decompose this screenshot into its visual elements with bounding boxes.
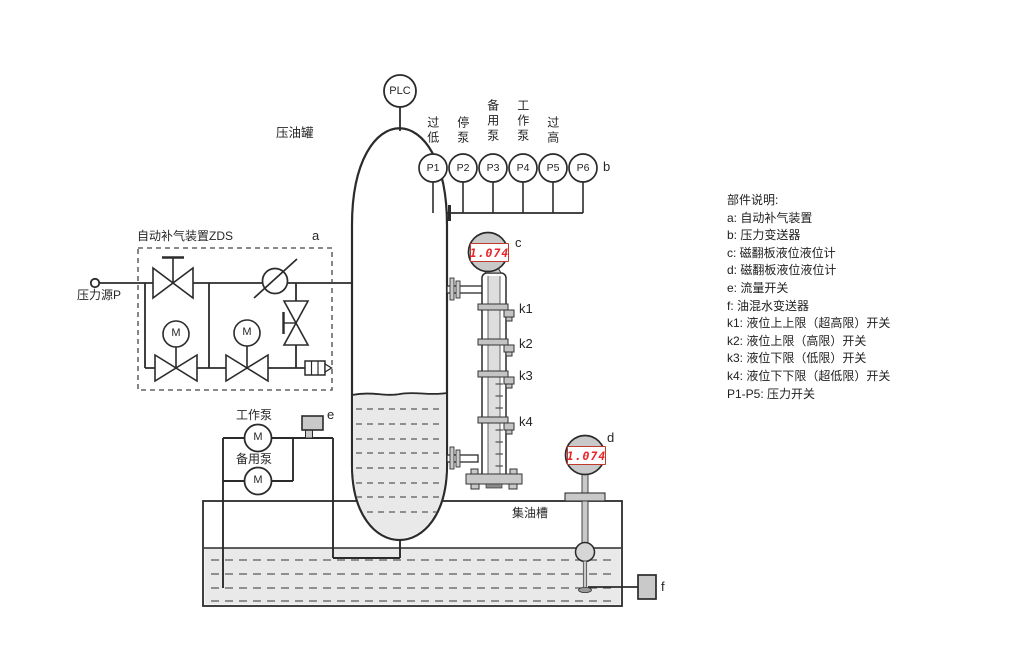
p5-caption: 过高 [545,116,560,146]
motor-valve-1 [154,320,198,383]
tag-b: b [603,159,611,174]
gauge-d-float [574,541,596,563]
k1-label: k1 [519,301,533,316]
collection-tank-label: 集油槽 [512,506,549,520]
air-device-zds [137,247,333,391]
legend-item: e: 流量开关 [727,280,789,295]
pressure-switch-p3 [478,153,508,183]
legend-item: P1-P5: 压力开关 [727,386,816,401]
p1-caption: 过低 [425,116,440,146]
pressure-tank [350,127,449,542]
pressure-switch-p6 [568,153,598,183]
air-device-label: 自动补气装置ZDS [137,229,234,243]
gauge-base [465,468,523,490]
flow-switch [301,415,324,439]
k2-label: k2 [519,336,533,351]
pressure-switch-p4 [508,153,538,183]
tank-label: 压油罐 [276,126,314,140]
motor-label: M [171,327,181,339]
k4-label: k4 [519,414,533,429]
vent-muffler [304,360,333,376]
zds-dashed-box [137,247,333,391]
tag-f: f [661,579,665,594]
gauge-d-mount [564,492,606,502]
tag-d: d [607,430,615,445]
tag-a: a [312,228,320,243]
pressure-source-port [89,277,101,289]
p2-caption: 停泵 [455,116,470,146]
air-supply-line [89,277,352,289]
gauge-scale-ticks [495,383,503,467]
p4-id: P4 [516,162,530,174]
motor-label: M [253,431,263,443]
oil-water-transmitter [588,574,657,600]
p3-id: P3 [486,162,500,174]
transmitter-f-box [637,574,657,600]
gauge-flanges [449,277,461,470]
check-valve [253,258,298,299]
level-gauge-c [446,231,523,490]
p6-id: P6 [576,162,590,174]
backup-pump-motor [243,466,273,496]
p4-caption: 工作泵 [515,99,530,144]
legend-item: k2: 液位上限（高限）开关 [727,333,867,348]
legend-item: f: 油混水变送器 [727,298,810,313]
pressure-switch-p2 [448,153,478,183]
legend-item: k1: 液位上上限（超高限）开关 [727,316,891,331]
p5-id: P5 [546,162,560,174]
legend-item: k3: 液位下限（低限）开关 [727,351,867,366]
motor-circle [162,320,190,348]
p2-id: P2 [456,162,470,174]
motor-valve-2 [225,319,269,383]
pressure-source-label: 压力源P [77,288,122,302]
motor-circle [233,319,261,347]
tank-liquid-dashes [356,408,444,513]
motor-label: M [242,326,252,338]
legend-item: d: 磁翻板液位液位计 [727,263,837,278]
legend: 部件说明: a: 自动补气装置 b: 压力变送器 c: 磁翻板液位液位计 d: … [727,192,890,403]
gauge-c-display: 1.074 [470,243,509,262]
tag-e: e [327,407,335,422]
gauge-d-display: 1.074 [567,446,606,465]
working-pump-label: 工作泵 [236,408,273,422]
level-switch-bands [477,303,515,435]
legend-item: k4: 液位下下限（超低限）开关 [727,368,891,383]
relief-valve [282,300,310,346]
legend-item: a: 自动补气装置 [727,210,813,225]
p3-caption: 备用泵 [485,99,500,144]
plc-label: PLC [389,85,411,97]
k3-label: k3 [519,368,533,383]
p1-id: P1 [426,162,440,174]
pump-piping [222,437,401,588]
motor-label: M [253,474,263,486]
pressure-switch-p5 [538,153,568,183]
pressure-manifold [418,153,598,221]
plc-circle [383,74,417,108]
plc-unit [383,74,417,131]
collection-tank-liquid [204,548,621,605]
backup-pump-label: 备用泵 [236,452,273,466]
manual-valve [152,256,194,300]
legend-item: b: 压力变送器 [727,228,801,243]
working-pump-motor [243,423,273,453]
pressure-switch-p1 [418,153,448,183]
legend-title: 部件说明: [727,193,779,207]
tank-liquid-surface [351,392,448,396]
legend-item: c: 磁翻板液位液位计 [727,245,836,260]
collection-liquid-dashes [211,559,615,602]
pressure-tank-liquid [353,393,446,539]
tag-c: c [515,235,522,250]
